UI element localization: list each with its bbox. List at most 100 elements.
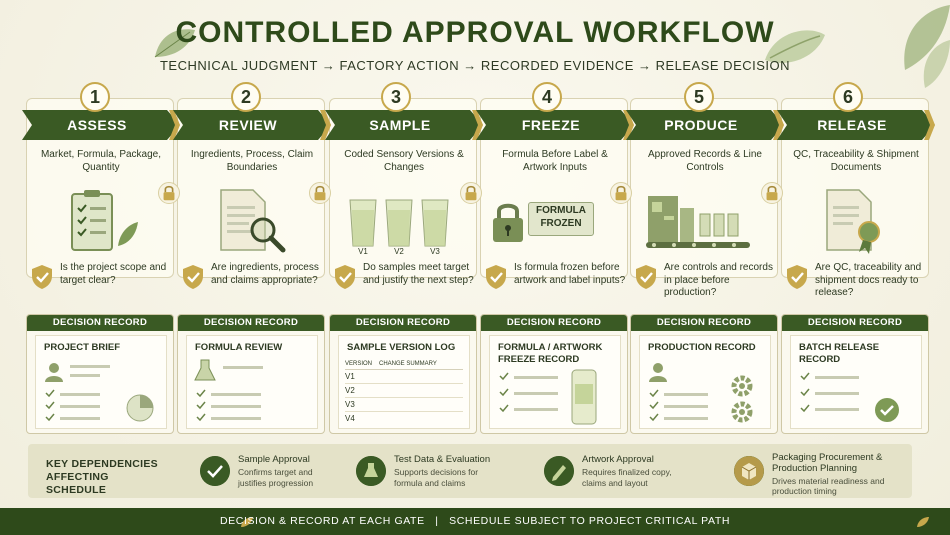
box-icon [734,456,764,486]
stage-name: ASSESS [67,117,127,133]
dependency-title: Packaging Procurement & Production Plann… [772,452,883,474]
gate-lock-icon [610,182,632,204]
gate-question: Is the project scope and target clear? [26,260,176,304]
stage-number: 5 [684,82,714,112]
leaf-decoration-icon [154,29,195,58]
sample-cups-icon: V1 V2 V3 [349,199,449,256]
stage-description: Coded Sensory Versions & Changes [344,149,464,173]
gate-lock-icon [158,182,180,204]
decision-record: DECISION RECORD FORMULA REVIEW [177,314,325,434]
gate-question-text: Is the project scope and target clear? [60,262,167,286]
formula-frozen-label: FORMULA FROZEN [536,205,586,229]
stage-number: 4 [532,82,562,112]
gate-question-text: Are ingredients, process and claims appr… [211,262,319,286]
approved-check-icon [800,372,899,422]
gate-lock-icon [460,182,482,204]
stage-description: Formula Before Label & Artwork Inputs [502,149,608,173]
stage-name: PRODUCE [664,117,738,133]
dependency-title: Sample Approval [238,454,310,465]
dependency-title: Test Data & Evaluation [394,454,491,465]
decision-record: DECISION RECORD PRODUCTION RECORD [630,314,778,434]
log-header-change: CHANGE SUMMARY [379,361,437,367]
gate-question: Are controls and records in place before… [630,260,780,304]
flask-icon [356,456,386,486]
record-document: FORMULA / ARTWORK FREEZE RECORD [489,335,621,429]
version-log-table: VERSION CHANGE SUMMARY V1 V2 V3 V4 [345,358,463,426]
footer-bar: DECISION & RECORD AT EACH GATE | SCHEDUL… [0,508,950,535]
shield-check-icon [486,265,506,289]
gate-lock-icon [761,182,783,204]
stage-name: REVIEW [218,117,278,133]
stage-banner: ASSESS [22,110,180,140]
gate-question-text: Are QC, traceability and shipment docs r… [815,262,922,298]
leaf-decoration-icon [765,30,825,63]
dependency-description: Confirms target and justifies progressio… [238,467,314,488]
stage-banner: PRODUCE [626,110,784,140]
stage-description: Market, Formula, Package, Quantity [40,149,162,173]
decision-record-header: DECISION RECORD [481,315,627,331]
stage-name: RELEASE [817,117,887,133]
clipboard-icon [71,190,138,251]
decision-record-header: DECISION RECORD [631,315,777,331]
stage-banner: FREEZE [476,110,634,140]
decision-record: DECISION RECORD PROJECT BRIEF [26,314,174,434]
stage-assess: 1 ASSESS Market, Formula, Package, Quant… [22,82,180,437]
leaf-decoration-icon [904,5,950,88]
record-title: BATCH RELEASE RECORD [799,342,880,365]
stage-number: 6 [833,82,863,112]
page-title: CONTROLLED APPROVAL WORKFLOW [175,16,775,49]
dependency-packaging-procurement: Packaging Procurement & Production Plann… [734,452,904,496]
dependencies-title: KEY DEPENDENCIES AFFECTING SCHEDULE [46,458,158,496]
lock-icon [493,203,523,242]
magnifier-document-icon [220,189,286,253]
dependency-sample-approval: Sample Approval Confirms target and just… [200,452,340,492]
stage-freeze: 4 FREEZE Formula Before Label & Artwork … [476,82,634,437]
decision-record-header: DECISION RECORD [330,315,476,331]
shield-check-icon [335,265,355,289]
cup-label: V2 [394,247,404,256]
gate-question: Is formula frozen before artwork and lab… [480,260,630,304]
gate-question-text: Do samples meet target and justify the n… [363,262,474,286]
leaf-icon [917,517,929,527]
record-document: SAMPLE VERSION LOG VERSION CHANGE SUMMAR… [338,335,470,429]
gate-question: Do samples meet target and justify the n… [329,260,479,304]
stage-banner: SAMPLE [325,110,483,140]
log-row: V2 [345,384,463,398]
dependency-test-data: Test Data & Evaluation Supports decision… [356,452,516,492]
log-row: V4 [345,414,355,423]
pen-icon [544,456,574,486]
decision-record: DECISION RECORD BATCH RELEASE RECORD [781,314,929,434]
page-subtitle: TECHNICAL JUDGMENT → FACTORY ACTION → RE… [159,58,791,73]
gate-question: Are QC, traceability and shipment docs r… [781,260,931,304]
decision-record: DECISION RECORD FORMULA / ARTWORK FREEZE… [480,314,628,434]
dependency-artwork-approval: Artwork Approval Requires finalized copy… [544,452,704,492]
log-row: V3 [345,398,463,412]
stage-banner: REVIEW [173,110,331,140]
stage-banner: RELEASE [777,110,935,140]
stage-name: FREEZE [521,117,581,133]
record-document: BATCH RELEASE RECORD [790,335,922,429]
record-title: FORMULA / ARTWORK FREEZE RECORD [498,342,603,365]
dependency-description: Drives material readiness and production… [772,476,885,496]
key-dependencies-panel: KEY DEPENDENCIES AFFECTING SCHEDULE Samp… [28,444,912,498]
shield-check-icon [636,265,656,289]
stage-release: 6 RELEASE QC, Traceability & Shipment Do… [777,82,935,437]
gate-question-text: Are controls and records in place before… [664,262,773,298]
decision-record-header: DECISION RECORD [782,315,928,331]
shield-check-icon [787,265,807,289]
dependency-description: Supports decisions for formula and claim… [394,467,479,488]
cup-label: V1 [358,247,368,256]
leaf-icon [241,517,253,527]
gate-lock-icon [309,182,331,204]
stage-review: 2 REVIEW Ingredients, Process, Claim Bou… [173,82,331,437]
can-checklist-icon [499,369,597,425]
factory-line-icon [646,196,750,248]
stage-produce: 5 PRODUCE Approved Records & Line Contro… [626,82,784,437]
record-title: PRODUCTION RECORD [648,342,756,353]
stage-number: 1 [80,82,110,112]
flask-checklist-icon [194,359,263,422]
stage-description: Approved Records & Line Controls [648,149,762,173]
stage-number: 3 [381,82,411,112]
cup-label: V3 [430,247,440,256]
